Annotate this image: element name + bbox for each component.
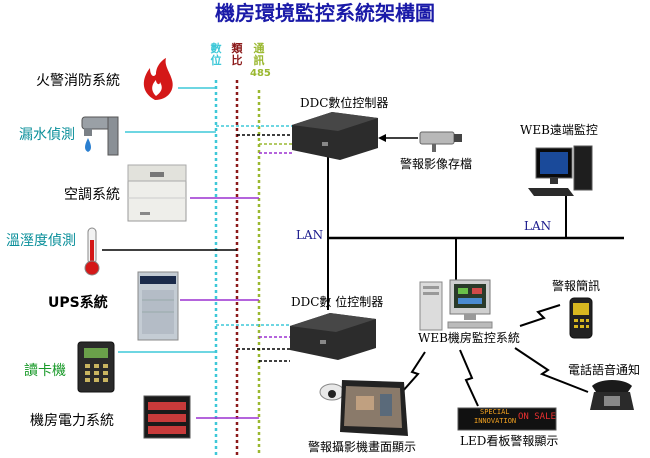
card-reader-icon [77,341,115,393]
leak-detection-label: 漏水偵測 [19,127,75,143]
ups-system-label: UPS系統 [48,295,108,311]
power-meter-icon [143,395,191,439]
ups-icon [137,271,179,341]
power-system-label: 機房電力系統 [30,413,114,429]
led-text-line3: ON SALE [518,412,556,422]
comm-bus-header: 通訊 [253,42,265,67]
telephone-icon [590,380,634,410]
thermometer-icon [84,227,100,276]
faucet-icon [81,116,119,156]
led-sign-icon [457,407,557,431]
web-remote-label: WEB遠端監控 [520,123,598,137]
air-conditioner-icon [127,164,187,222]
ddc-controller-top-icon [292,112,378,160]
lan-label-left: LAN [296,228,324,242]
sms-wireless-bolt [519,304,561,327]
page-title: 機房環境監控系統架構圖 [215,1,435,25]
comm-bus-number: 485 [250,68,271,79]
web-system-label: WEB機房監控系統 [418,331,520,345]
mobile-phone-icon [569,297,593,339]
analog-bus-header: 類比 [231,42,243,67]
led-text-line2: INNOVATION [474,417,517,425]
sms-label: 警報簡訊 [552,279,601,293]
card-reader-label: 讀卡機 [24,363,66,379]
led-wireless-bolt [459,349,479,407]
cctv-wireless-bolt [401,351,426,393]
phone-label: 電話語音通知 [568,363,641,377]
ddc-top-label: DDC數位控制器 [300,96,389,110]
ddc-bottom-label: DDC數 位控制器 [291,295,384,309]
cctv-display-label: 警報攝影機畫面顯示 [308,440,417,454]
monitoring-server-icon [419,279,493,331]
cctv-monitor-icon [340,380,408,436]
digital-bus-header: 數位 [210,42,222,67]
ddc-controller-bottom-icon [290,313,376,360]
phone-wireless-bolt [514,347,589,393]
led-text-line1: SPECIAL [480,408,510,416]
remote-pc-icon [528,145,593,196]
lan-label-right: LAN [524,219,552,233]
temp-humidity-label: 溫溼度偵測 [6,233,76,249]
fire-icon [143,58,173,100]
hvac-system-label: 空調系統 [64,187,120,203]
cctv-camera-icon [319,383,345,401]
led-display-label: LED看板警報顯示 [460,434,559,448]
camera-icon [419,131,462,152]
camera-storage-label: 警報影像存檔 [400,157,473,171]
fire-system-label: 火警消防系統 [36,73,120,89]
